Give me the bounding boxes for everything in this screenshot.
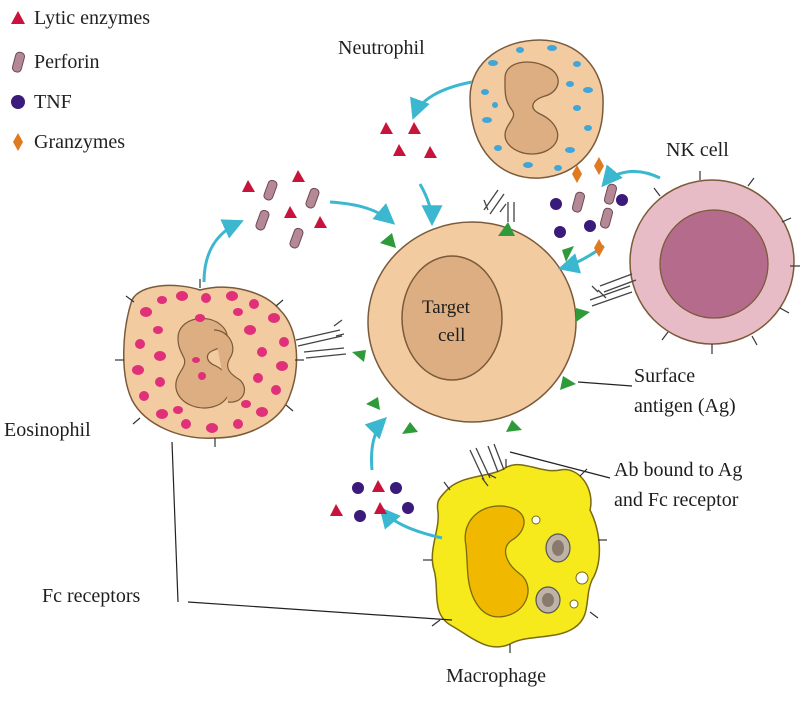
perforin-icon — [6, 50, 30, 74]
arrow-macro-to-target — [372, 420, 385, 470]
arrow-neutrophil-release — [414, 82, 472, 116]
label-surface-line2: antigen (Ag) — [634, 396, 736, 416]
legend-item-perforin: Perforin — [6, 50, 100, 74]
label-neutrophil: Neutrophil — [338, 38, 425, 58]
tnf-icon — [6, 90, 30, 114]
arrow-lytic-to-target — [420, 184, 432, 222]
arrow-eos-release — [204, 222, 240, 282]
eosinophil-cell — [115, 279, 304, 447]
label-target-line2: cell — [438, 326, 465, 345]
arrow-nk-release — [604, 171, 660, 184]
target-cell — [352, 222, 590, 434]
label-target-line1: Target — [422, 298, 470, 317]
macrophage-cell — [423, 459, 607, 653]
lytic-enzyme-icon — [6, 6, 30, 30]
eosinophil-release-cluster — [242, 170, 327, 249]
target-nucleus — [402, 256, 502, 380]
label-nk-cell: NK cell — [666, 140, 729, 160]
legend-item-tnf: TNF — [6, 90, 72, 114]
label-eosinophil: Eosinophil — [4, 420, 91, 440]
legend-label-perforin: Perforin — [34, 51, 100, 74]
label-surface-line1: Surface — [634, 366, 695, 386]
granzyme-icon — [6, 130, 30, 154]
legend-item-lytic-enzymes: Lytic enzymes — [6, 6, 150, 30]
legend-label-tnf: TNF — [34, 91, 72, 114]
legend-label-granzymes: Granzymes — [34, 131, 125, 154]
nk-cell — [630, 171, 800, 354]
macrophage-release-cluster — [330, 480, 414, 522]
arrow-macro-release — [382, 510, 442, 538]
arrow-eos-to-target — [330, 202, 392, 222]
legend-label-lytic: Lytic enzymes — [34, 7, 150, 30]
label-fc-receptors: Fc receptors — [42, 586, 140, 606]
neutrophil-lytic-cluster — [380, 122, 437, 158]
label-ab-line1: Ab bound to Ag — [614, 460, 742, 480]
label-macrophage: Macrophage — [446, 666, 546, 686]
nk-nucleus — [660, 210, 768, 318]
legend-item-granzymes: Granzymes — [6, 130, 125, 154]
label-ab-line2: and Fc receptor — [614, 490, 738, 510]
neutrophil-cell — [470, 40, 603, 178]
